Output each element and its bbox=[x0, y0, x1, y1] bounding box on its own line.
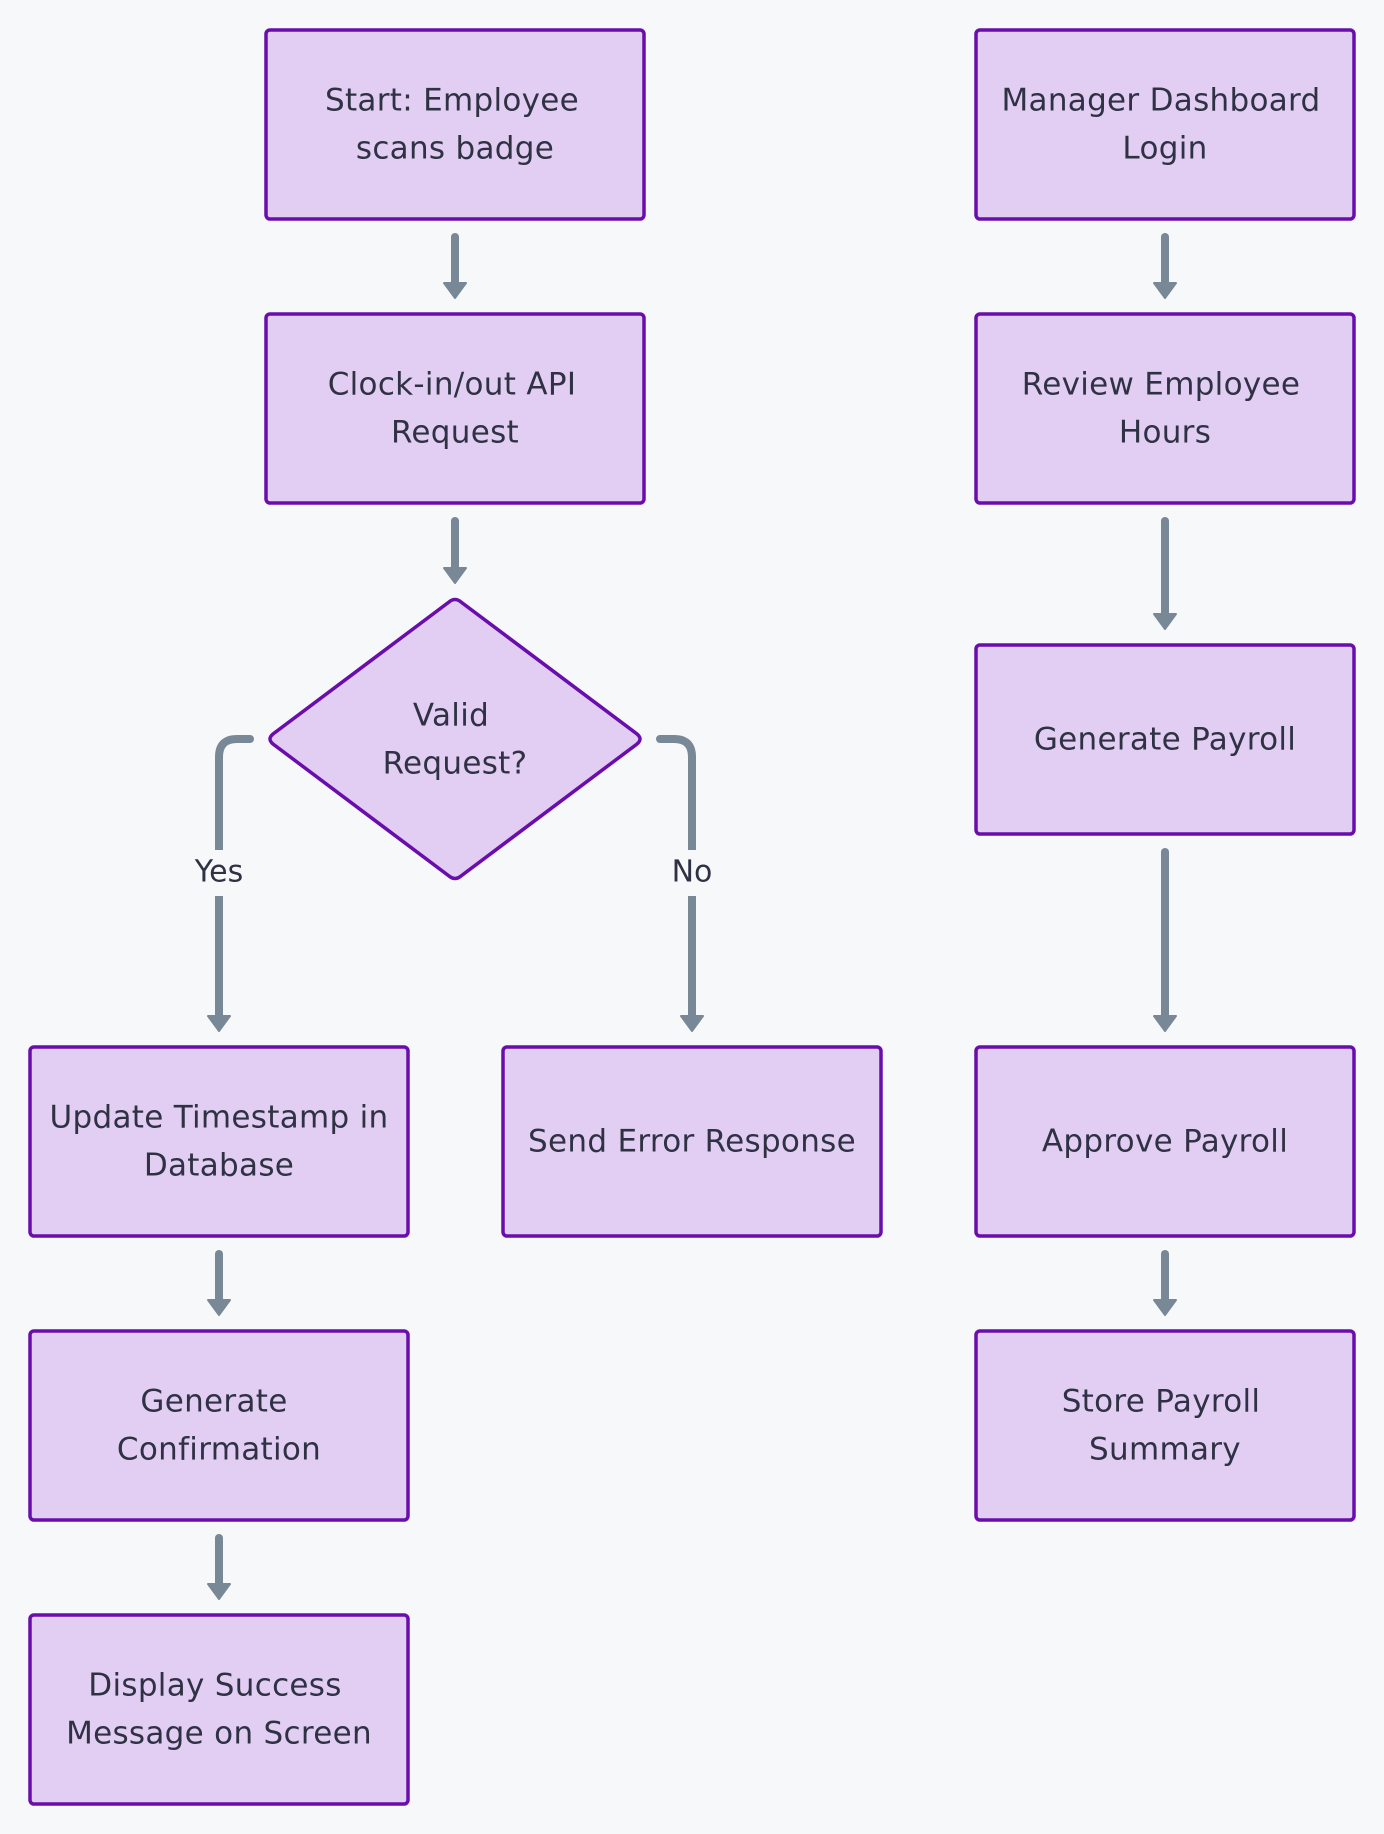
node-review-hours-line-2: Hours bbox=[1119, 415, 1211, 451]
edge-review-hours-to-generate-payroll bbox=[1153, 517, 1177, 630]
node-manager-login-line-2: Login bbox=[1122, 131, 1207, 167]
edge-generate-confirmation-to-display-success bbox=[207, 1534, 231, 1600]
edge-start-to-api-request bbox=[443, 233, 467, 299]
edge-api-request-to-valid-request bbox=[443, 517, 467, 584]
node-display-success-line-1: Display Success bbox=[88, 1668, 341, 1704]
node-valid-request-line-2: Request? bbox=[383, 746, 528, 782]
node-start-line-2: scans badge bbox=[356, 131, 554, 167]
node-valid-request-line-1: Valid bbox=[413, 698, 489, 734]
node-update-timestamp: Update Timestamp in Database bbox=[28, 1045, 410, 1238]
edge-label-no: No bbox=[662, 850, 722, 896]
node-store-summary-line-2: Summary bbox=[1089, 1432, 1241, 1468]
node-valid-request-decision: Valid Request? bbox=[268, 597, 642, 881]
node-send-error: Send Error Response bbox=[501, 1045, 883, 1238]
node-generate-confirmation: Generate Confirmation bbox=[28, 1329, 410, 1522]
edge-label-yes: Yes bbox=[186, 850, 252, 896]
node-generate-payroll-line-1: Generate Payroll bbox=[1034, 722, 1296, 758]
node-store-summary-line-1: Store Payroll bbox=[1062, 1384, 1261, 1420]
node-review-hours: Review Employee Hours bbox=[974, 312, 1356, 505]
edge-generate-payroll-to-approve-payroll bbox=[1153, 848, 1177, 1032]
node-generate-payroll: Generate Payroll bbox=[974, 643, 1356, 836]
edge-yes-to-update-timestamp bbox=[207, 735, 254, 1032]
edge-label-yes-text: Yes bbox=[194, 855, 243, 890]
node-start-line-1: Start: Employee bbox=[325, 83, 579, 119]
node-review-hours-line-1: Review Employee bbox=[1022, 367, 1301, 403]
node-approve-payroll-line-1: Approve Payroll bbox=[1042, 1124, 1288, 1160]
node-display-success-line-2: Message on Screen bbox=[66, 1716, 372, 1752]
node-generate-confirmation-line-1: Generate bbox=[140, 1384, 287, 1420]
node-manager-login: Manager Dashboard Login bbox=[974, 28, 1356, 221]
node-manager-login-line-1: Manager Dashboard bbox=[1001, 83, 1320, 119]
edge-approve-payroll-to-store-summary bbox=[1153, 1250, 1177, 1316]
nodes: Start: Employee scans badge Clock-in/out… bbox=[28, 28, 1356, 1806]
node-send-error-line-1: Send Error Response bbox=[528, 1124, 856, 1160]
node-store-summary: Store Payroll Summary bbox=[974, 1329, 1356, 1522]
edge-label-no-text: No bbox=[672, 855, 713, 890]
edge-manager-login-to-review-hours bbox=[1153, 233, 1177, 299]
edges bbox=[207, 233, 1177, 1600]
node-api-request-line-2: Request bbox=[391, 415, 519, 451]
edge-update-timestamp-to-generate-confirmation bbox=[207, 1250, 231, 1316]
node-update-timestamp-line-2: Database bbox=[144, 1148, 294, 1184]
node-api-request: Clock-in/out API Request bbox=[264, 312, 646, 505]
node-display-success: Display Success Message on Screen bbox=[28, 1613, 410, 1806]
node-generate-confirmation-line-2: Confirmation bbox=[117, 1432, 321, 1468]
node-start: Start: Employee scans badge bbox=[264, 28, 646, 221]
node-api-request-line-1: Clock-in/out API bbox=[328, 367, 577, 403]
node-update-timestamp-line-1: Update Timestamp in bbox=[50, 1100, 389, 1136]
edge-no-to-send-error bbox=[656, 735, 704, 1032]
node-approve-payroll: Approve Payroll bbox=[974, 1045, 1356, 1238]
edge-labels: Yes No bbox=[186, 850, 722, 896]
